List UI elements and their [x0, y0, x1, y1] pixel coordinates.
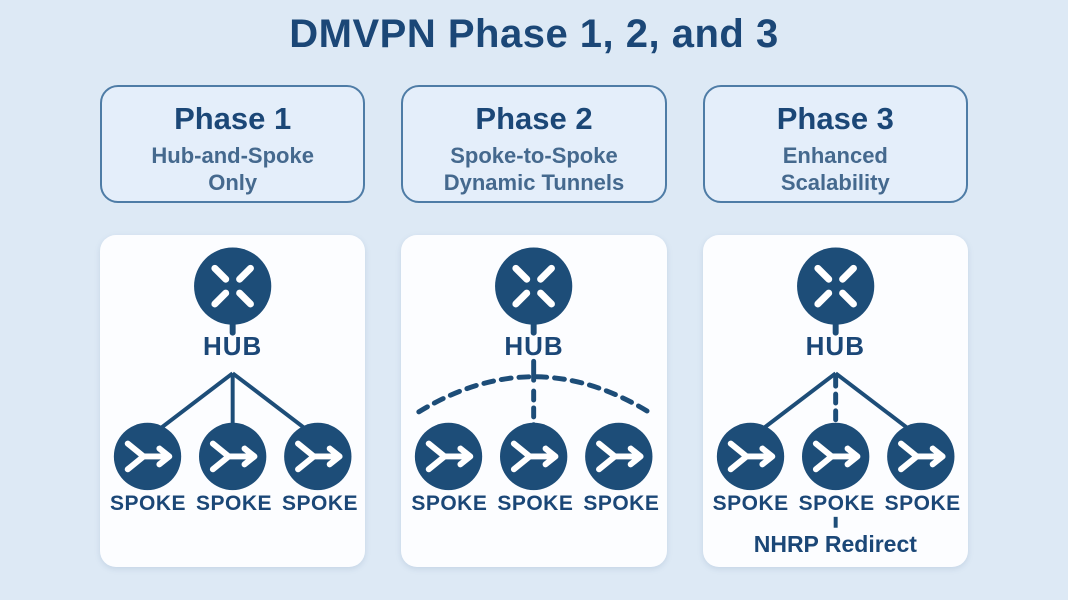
spoke-router-icon: [284, 422, 352, 491]
spoke-router-icon: [199, 422, 267, 491]
hub-spoke-solid-links: [750, 371, 920, 439]
phase-1-subtitle: Hub-and-Spoke Only: [151, 143, 314, 195]
hub-label: HUB: [805, 331, 865, 361]
spoke-router-icon: [585, 422, 653, 491]
hub-spoke-solid-links: [148, 371, 318, 439]
spoke-label: SPOKE: [583, 492, 660, 515]
hub-router-icon: [796, 247, 874, 325]
phase-header-row: Phase 1 Hub-and-Spoke Only Phase 2 Spoke…: [0, 85, 1068, 203]
phase-2-diagram-panel: HUB SPOKE SPOKE SPOKE: [401, 235, 667, 567]
phase-2-heading: Phase 2: [475, 101, 593, 136]
spoke-label: SPOKE: [109, 492, 187, 515]
phase-3-heading: Phase 3: [776, 101, 894, 136]
spoke-label: SPOKE: [884, 492, 961, 515]
nhrp-redirect-annotation: NHRP Redirect: [753, 531, 917, 557]
phase-3-diagram-panel: HUB SPOKE SPOKE SPOKE NHRP Redirect: [702, 235, 968, 567]
phase-2-header-card: Phase 2 Spoke-to-Spoke Dynamic Tunnels: [401, 85, 667, 203]
phase-3-subtitle: Enhanced Scalability: [780, 143, 890, 195]
phase-1-diagram-panel: HUB SPOKE SPOKE SPOKE: [100, 235, 366, 567]
hub-label: HUB: [504, 331, 564, 361]
page-title: DMVPN Phase 1, 2, and 3: [289, 12, 779, 56]
spoke-router-icon: [500, 422, 568, 491]
phase-1-heading: Phase 1: [174, 101, 292, 136]
hub-router-icon: [495, 247, 573, 325]
spoke-label: SPOKE: [497, 492, 574, 515]
phase-2-subtitle: Spoke-to-Spoke Dynamic Tunnels: [443, 143, 625, 195]
spoke-router-icon: [113, 422, 182, 491]
spoke-router-icon: [886, 422, 955, 491]
spoke-router-icon: [801, 422, 869, 491]
spoke-router-icon: [716, 422, 784, 491]
hub-label: HUB: [202, 331, 263, 361]
spoke-label: SPOKE: [411, 492, 488, 515]
phase-1-topology-graphic: [113, 247, 352, 491]
phase-1-header-card: Phase 1 Hub-and-Spoke Only: [100, 85, 366, 203]
hub-router-icon: [194, 247, 272, 325]
spoke-label: SPOKE: [195, 492, 273, 515]
spoke-router-icon: [415, 422, 483, 491]
phase-2-topology-graphic: [415, 247, 653, 491]
dmvpn-infographic: DMVPN Phase 1, 2, and 3 Phase 1 Hub-and-…: [0, 12, 1068, 567]
phase-3-topology-graphic: [716, 247, 955, 528]
spoke-label: SPOKE: [281, 492, 359, 515]
spoke-label: SPOKE: [798, 492, 875, 515]
phase-3-header-card: Phase 3 Enhanced Scalability: [702, 85, 968, 203]
diagram-row: HUB SPOKE SPOKE SPOKE: [0, 235, 1068, 567]
spoke-label: SPOKE: [712, 492, 789, 515]
